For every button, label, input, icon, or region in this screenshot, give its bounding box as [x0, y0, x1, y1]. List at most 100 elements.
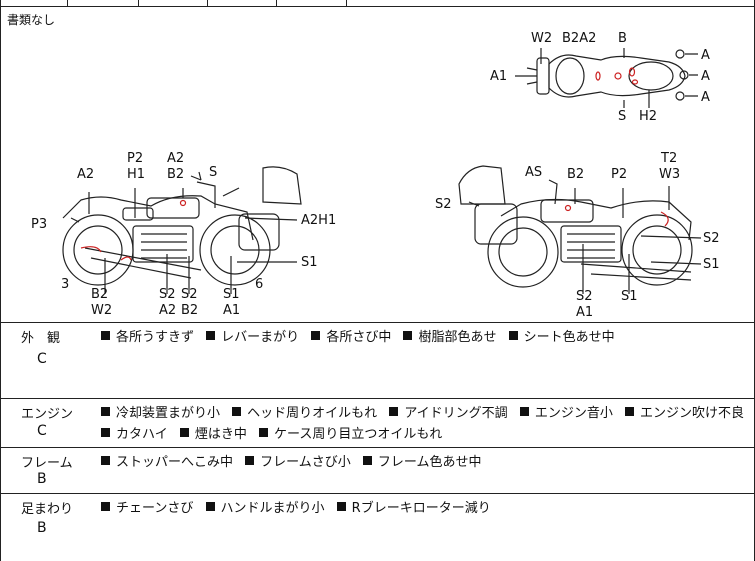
svg-text:A2: A2 [77, 167, 94, 182]
condition-item: Rブレーキローター減り [336, 498, 491, 519]
svg-text:A: A [701, 69, 710, 84]
section-items: 各所うすきず レバーまがり 各所さび中 樹脂部色あせ シート色あせ中 [101, 327, 751, 348]
bullet-square-icon [389, 407, 399, 416]
section-label: 足まわり [21, 502, 74, 517]
bullet-square-icon [336, 502, 346, 511]
condition-item: 冷却装置まがり小 [101, 403, 220, 424]
bullet-square-icon [101, 331, 110, 340]
condition-sections: 外 観 C 各所うすきず レバーまがり 各所さび中 樹脂部色あせ シート色あせ中… [1, 322, 755, 561]
condition-item: チェーンさび [101, 498, 193, 519]
damage-diagram: W2 B2A2 B A1 A A A S H2 P2 H1 A2 B2 S A2… [1, 8, 755, 323]
bullet-square-icon [179, 428, 189, 437]
bullet-square-icon [101, 407, 110, 416]
svg-text:S1: S1 [621, 289, 638, 304]
section-label: エンジン [21, 407, 74, 422]
section-items: ストッパーへこみ中 フレームさび小 フレーム色あせ中 [101, 452, 751, 473]
svg-text:T2: T2 [660, 151, 677, 166]
section-items: 冷却装置まがり小 ヘッド周りオイルもれ アイドリング不調 エンジン音小 エンジン… [101, 403, 751, 445]
section-suspension: 足まわり B チェーンさび ハンドルまがり小 Rブレーキローター減り [1, 493, 755, 561]
bullet-square-icon [101, 502, 110, 511]
svg-text:B2: B2 [91, 287, 108, 302]
svg-text:A1: A1 [223, 303, 240, 318]
section-label: 外 観 [21, 331, 61, 346]
svg-text:P3: P3 [31, 217, 47, 232]
bullet-square-icon [206, 331, 216, 340]
bullet-square-icon [508, 331, 518, 340]
svg-text:S1: S1 [223, 287, 240, 302]
svg-text:S: S [209, 165, 217, 180]
svg-text:3: 3 [61, 277, 69, 292]
condition-item: レバーまがり [206, 327, 299, 348]
condition-item: エンジン吹け不良 [624, 403, 744, 424]
bullet-square-icon [519, 407, 529, 416]
svg-text:S2: S2 [435, 197, 452, 212]
svg-text:A1: A1 [576, 305, 593, 320]
svg-text:B2: B2 [567, 167, 584, 182]
svg-text:A2: A2 [167, 151, 184, 166]
bullet-square-icon [101, 428, 110, 437]
right-view-motorcycle [458, 165, 693, 288]
svg-text:P2: P2 [611, 167, 627, 182]
condition-item: ケース周り目立つオイルもれ [259, 424, 442, 445]
svg-text:6: 6 [255, 277, 263, 292]
condition-item: 煙はき中 [179, 424, 247, 445]
section-frame: フレーム B ストッパーへこみ中 フレームさび小 フレーム色あせ中 [1, 447, 755, 493]
svg-text:S: S [618, 109, 626, 124]
svg-text:S2: S2 [159, 287, 176, 302]
section-grade: B [37, 471, 47, 487]
condition-item: アイドリング不調 [389, 403, 508, 424]
condition-item: フレームさび小 [245, 452, 351, 473]
bullet-square-icon [403, 331, 413, 340]
section-grade: C [37, 351, 47, 367]
condition-item: カタハイ [101, 424, 168, 445]
svg-text:A1: A1 [490, 69, 507, 84]
bullet-square-icon [205, 502, 215, 511]
svg-text:S2: S2 [576, 289, 593, 304]
diagram-labels: W2 B2A2 B A1 A A A S H2 P2 H1 A2 B2 S A2… [31, 31, 720, 320]
condition-item: 樹脂部色あせ [403, 327, 496, 348]
top-table-edge [1, 0, 755, 7]
section-exterior: 外 観 C 各所うすきず レバーまがり 各所さび中 樹脂部色あせ シート色あせ中 [1, 322, 755, 398]
svg-text:A: A [701, 48, 710, 63]
document-note: 書類なし [7, 13, 56, 27]
condition-item: 各所うすきず [101, 327, 194, 348]
bullet-square-icon [259, 428, 269, 437]
condition-item: シート色あせ中 [508, 327, 615, 348]
condition-item: フレーム色あせ中 [362, 452, 482, 473]
bullet-square-icon [232, 407, 242, 416]
svg-text:H2: H2 [639, 109, 657, 124]
condition-item: ストッパーへこみ中 [101, 452, 233, 473]
section-engine: エンジン C 冷却装置まがり小 ヘッド周りオイルもれ アイドリング不調 エンジン… [1, 398, 755, 447]
svg-text:A2H1: A2H1 [301, 213, 336, 228]
svg-text:B: B [618, 31, 627, 46]
svg-text:S1: S1 [301, 255, 318, 270]
svg-text:H1: H1 [127, 167, 145, 182]
svg-text:W2: W2 [531, 31, 552, 46]
section-grade: B [37, 520, 47, 536]
svg-text:A2: A2 [159, 303, 176, 318]
motorcycle-diagram-svg: W2 B2A2 B A1 A A A S H2 P2 H1 A2 B2 S A2… [31, 31, 720, 320]
svg-text:B2: B2 [167, 167, 184, 182]
svg-text:AS: AS [525, 165, 542, 180]
svg-text:S1: S1 [703, 257, 720, 272]
condition-item: 各所さび中 [311, 327, 391, 348]
condition-item: エンジン音小 [519, 403, 613, 424]
condition-item: ヘッド周りオイルもれ [232, 403, 377, 424]
svg-text:W3: W3 [659, 167, 680, 182]
section-grade: C [37, 423, 47, 439]
section-items: チェーンさび ハンドルまがり小 Rブレーキローター減り [101, 498, 751, 519]
svg-text:W2: W2 [91, 303, 112, 318]
svg-text:B2: B2 [181, 303, 198, 318]
bullet-square-icon [101, 456, 110, 465]
svg-text:B2A2: B2A2 [562, 31, 596, 46]
top-view-motorcycle [526, 49, 689, 101]
bullet-square-icon [245, 456, 255, 465]
bullet-square-icon [362, 456, 372, 465]
svg-text:S2: S2 [181, 287, 198, 302]
left-view-motorcycle [62, 166, 302, 286]
bullet-square-icon [311, 331, 321, 340]
svg-text:P2: P2 [127, 151, 143, 166]
section-label: フレーム [21, 456, 73, 471]
svg-text:A: A [701, 90, 710, 105]
